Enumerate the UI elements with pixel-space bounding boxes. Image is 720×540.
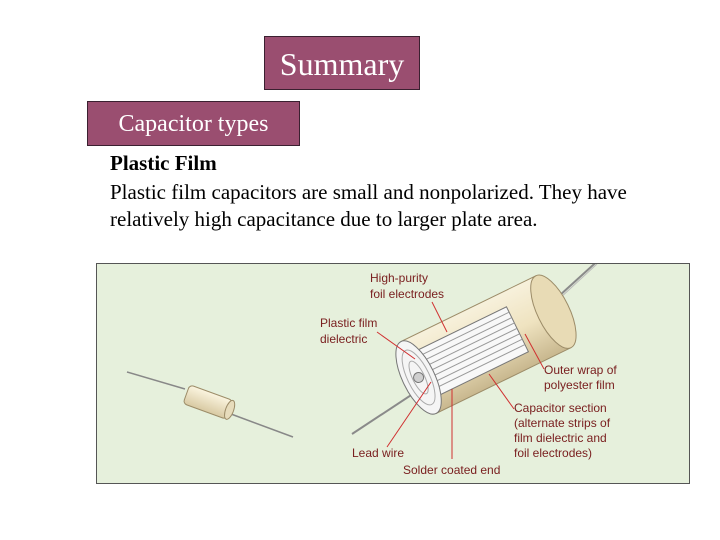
label-electrodes-2: foil electrodes: [370, 287, 444, 301]
label-outer-2: polyester film: [544, 378, 615, 392]
small-capacitor: [126, 371, 294, 438]
label-lead-wire: Lead wire: [352, 446, 404, 460]
section-label: Capacitor types: [87, 101, 300, 146]
label-section-3: film dielectric and: [514, 431, 607, 445]
label-section-2: (alternate strips of: [514, 416, 611, 430]
topic-heading: Plastic Film: [110, 151, 217, 175]
slide-title: Summary: [264, 36, 420, 90]
label-electrodes-1: High-purity: [370, 271, 428, 285]
capacitor-diagram: High-purity foil electrodes Plastic film…: [96, 263, 690, 484]
label-section-1: Capacitor section: [514, 401, 607, 415]
diagram-labels: High-purity foil electrodes Plastic film…: [320, 271, 617, 477]
label-outer-1: Outer wrap of: [544, 363, 617, 377]
capacitor-illustration: High-purity foil electrodes Plastic film…: [126, 264, 617, 477]
large-capacitor: [351, 264, 598, 435]
body-paragraph: Plastic film capacitors are small and no…: [110, 180, 627, 231]
leader-lines: [376, 301, 545, 459]
label-dielectric-2: dielectric: [320, 332, 367, 346]
label-solder-end: Solder coated end: [403, 463, 500, 477]
label-dielectric-1: Plastic film: [320, 316, 377, 330]
label-section-4: foil electrodes): [514, 446, 592, 460]
